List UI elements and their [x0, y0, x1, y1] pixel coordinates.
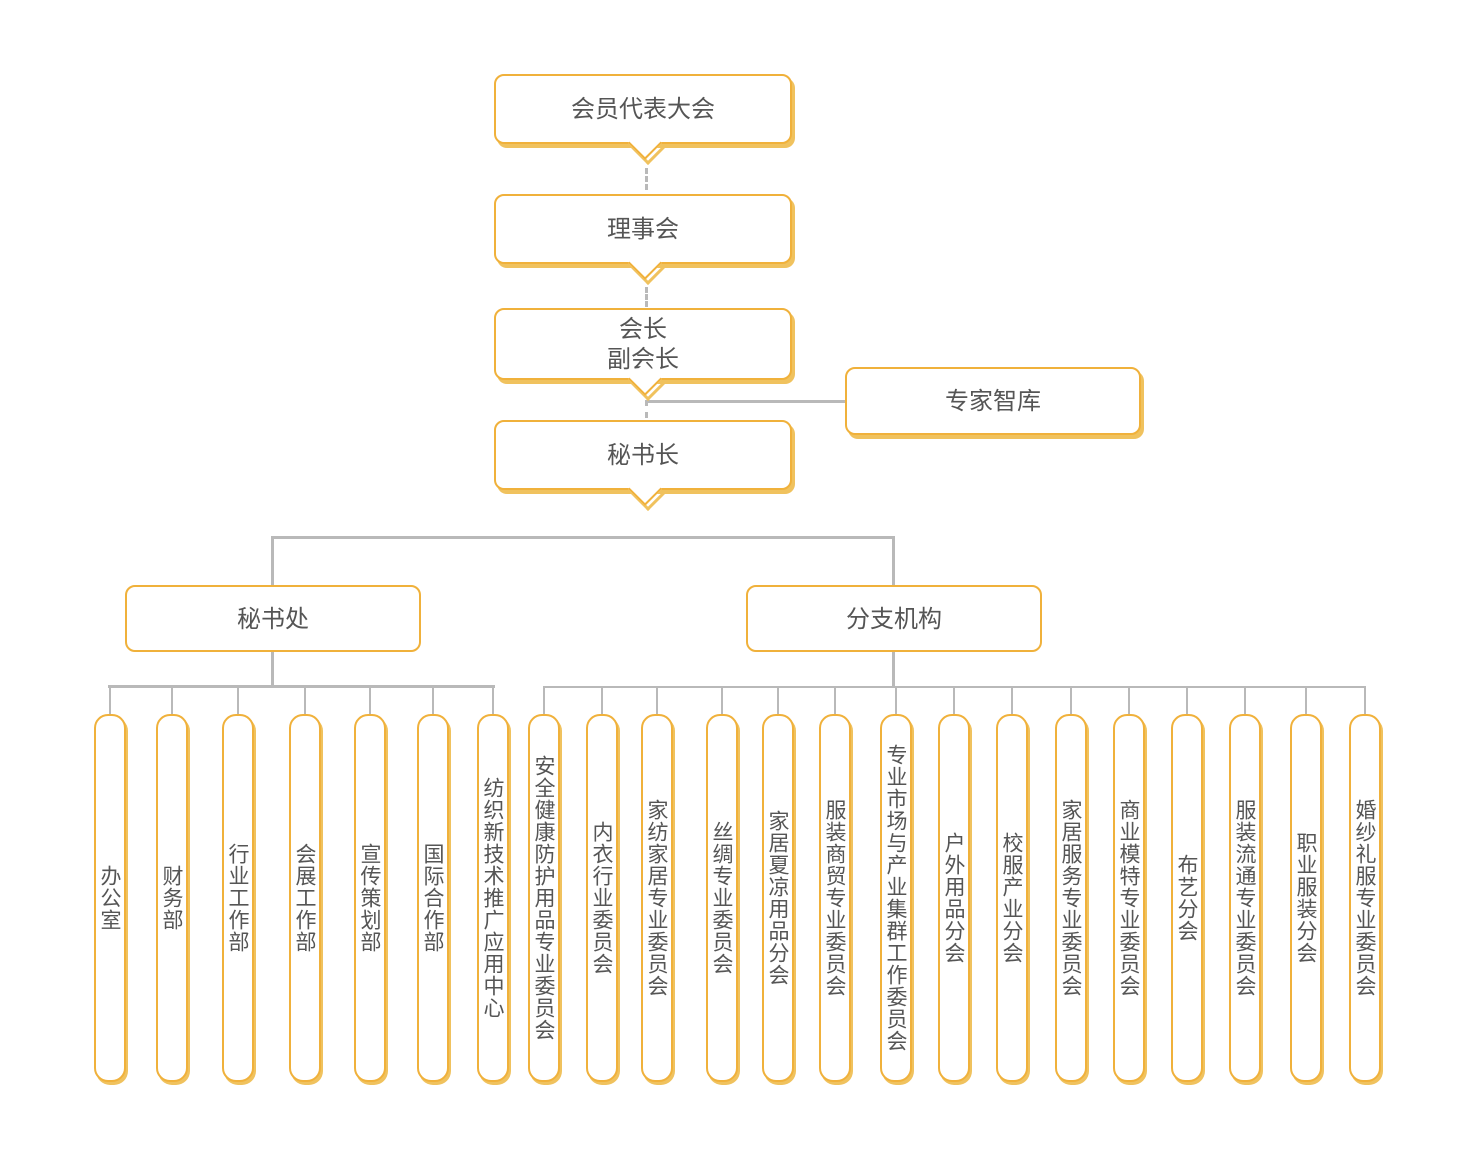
branches-label: 分支机构 — [846, 604, 942, 633]
branch-unit-label: 校服产业分会 — [1000, 832, 1024, 964]
connector-think-tank — [648, 400, 846, 403]
branch-unit-connector — [834, 686, 836, 714]
branch-unit-connector — [1244, 686, 1246, 714]
department-box: 会展工作部 — [289, 714, 321, 1082]
department-box: 行业工作部 — [222, 714, 254, 1082]
department-label: 宣传策划部 — [358, 843, 382, 953]
connector-secretariat-stem — [271, 652, 274, 686]
branch-unit-box: 校服产业分会 — [996, 714, 1028, 1082]
think-tank-label: 专家智库 — [945, 387, 1041, 415]
secretary-general-label: 秘书长 — [607, 441, 679, 469]
assembly-label: 会员代表大会 — [571, 95, 715, 123]
branch-unit-connector — [895, 686, 897, 714]
connector-secretariat-bus — [108, 685, 495, 688]
connector-council-president — [645, 287, 648, 307]
branch-unit-box: 家居服务专业委员会 — [1055, 714, 1087, 1082]
branch-unit-box: 布艺分会 — [1171, 714, 1203, 1082]
connector-branches-stem — [892, 652, 895, 686]
branch-unit-box: 服装商贸专业委员会 — [819, 714, 851, 1082]
branch-unit-box: 家居夏凉用品分会 — [762, 714, 794, 1082]
branch-unit-box: 内衣行业委员会 — [586, 714, 618, 1082]
branch-unit-label: 婚纱礼服专业委员会 — [1353, 799, 1377, 997]
branch-unit-label: 商业模特专业委员会 — [1117, 799, 1141, 997]
department-box: 国际合作部 — [417, 714, 449, 1082]
connector-split-horizontal — [271, 536, 895, 539]
department-label: 行业工作部 — [226, 843, 250, 953]
council-box: 理事会 — [494, 194, 792, 264]
department-label: 纺织新技术推广应用中心 — [481, 777, 505, 1019]
branch-unit-connector — [953, 686, 955, 714]
branch-unit-label: 布艺分会 — [1175, 854, 1199, 942]
branch-unit-connector — [543, 686, 545, 714]
department-label: 国际合作部 — [421, 843, 445, 953]
branch-unit-box: 安全健康防护用品专业委员会 — [528, 714, 560, 1082]
connector-split-right — [892, 536, 895, 586]
branch-unit-connector — [601, 686, 603, 714]
branch-unit-box: 家纺家居专业委员会 — [641, 714, 673, 1082]
branch-unit-box: 专业市场与产业集群工作委员会 — [880, 714, 912, 1082]
connector-split-left — [271, 536, 274, 586]
branch-unit-connector — [1186, 686, 1188, 714]
branch-unit-label: 内衣行业委员会 — [590, 821, 614, 975]
branch-unit-connector — [1128, 686, 1130, 714]
branch-unit-label: 丝绸专业委员会 — [710, 821, 734, 975]
branch-unit-label: 服装流通专业委员会 — [1233, 799, 1257, 997]
branch-unit-label: 家居服务专业委员会 — [1059, 799, 1083, 997]
think-tank-box: 专家智库 — [845, 367, 1141, 435]
department-label: 会展工作部 — [293, 843, 317, 953]
department-box: 财务部 — [156, 714, 188, 1082]
department-box: 纺织新技术推广应用中心 — [477, 714, 509, 1082]
branch-unit-box: 户外用品分会 — [938, 714, 970, 1082]
branch-unit-box: 婚纱礼服专业委员会 — [1349, 714, 1381, 1082]
branch-unit-label: 职业服装分会 — [1294, 832, 1318, 964]
branch-unit-box: 服装流通专业委员会 — [1229, 714, 1261, 1082]
branch-unit-box: 商业模特专业委员会 — [1113, 714, 1145, 1082]
branch-unit-label: 专业市场与产业集群工作委员会 — [884, 744, 908, 1052]
council-label: 理事会 — [607, 215, 679, 243]
branch-unit-box: 丝绸专业委员会 — [706, 714, 738, 1082]
branch-unit-label: 安全健康防护用品专业委员会 — [532, 755, 556, 1041]
branch-unit-connector — [1070, 686, 1072, 714]
department-connector — [369, 686, 371, 714]
connector-president-secretary — [645, 400, 648, 418]
department-label: 财务部 — [160, 865, 184, 931]
secretariat-label: 秘书处 — [237, 604, 309, 633]
branch-unit-connector — [1305, 686, 1307, 714]
department-connector — [109, 686, 111, 714]
department-connector — [492, 686, 494, 714]
connector-assembly-council — [645, 168, 648, 190]
branch-unit-label: 服装商贸专业委员会 — [823, 799, 847, 997]
branch-unit-connector — [1364, 686, 1366, 714]
department-box: 办公室 — [94, 714, 126, 1082]
branch-unit-box: 职业服装分会 — [1290, 714, 1322, 1082]
department-label: 办公室 — [98, 865, 122, 931]
department-connector — [171, 686, 173, 714]
branch-unit-connector — [1011, 686, 1013, 714]
branch-unit-connector — [777, 686, 779, 714]
secretariat-box: 秘书处 — [125, 585, 421, 652]
department-connector — [304, 686, 306, 714]
department-box: 宣传策划部 — [354, 714, 386, 1082]
branch-unit-connector — [721, 686, 723, 714]
branch-unit-label: 家居夏凉用品分会 — [766, 810, 790, 986]
branch-unit-label: 户外用品分会 — [942, 832, 966, 964]
department-connector — [432, 686, 434, 714]
branches-box: 分支机构 — [746, 585, 1042, 652]
branch-unit-connector — [656, 686, 658, 714]
branch-unit-label: 家纺家居专业委员会 — [645, 799, 669, 997]
department-connector — [237, 686, 239, 714]
